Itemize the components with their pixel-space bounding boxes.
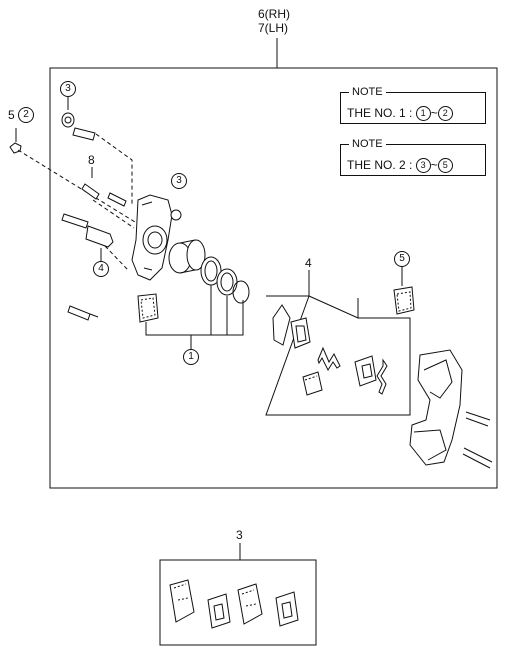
pad-set-box xyxy=(159,559,317,646)
dust-boot-part xyxy=(137,293,159,323)
bleeder-screw-part xyxy=(9,128,136,223)
bleeder-screw-ref-label: 5 xyxy=(8,108,15,122)
note-range-sep: ~ xyxy=(430,106,438,120)
note-range-end: 5 xyxy=(437,158,453,174)
caliper-body-part xyxy=(131,194,182,281)
bleeder-screw-callout: 2 xyxy=(18,107,34,123)
upper-bolt-part xyxy=(61,96,133,205)
part-number-lh-label: 7(LH) xyxy=(258,21,289,35)
note-text: THE NO. 2 : 3~5 xyxy=(347,158,453,174)
pad-set-ref-label: 3 xyxy=(236,528,243,542)
pin-bolt-part xyxy=(61,213,129,271)
piston-part xyxy=(168,239,206,274)
pad-kit-box xyxy=(265,270,411,416)
seal-rings-part xyxy=(200,256,250,304)
bolt-cap-mid-callout: 3 xyxy=(171,173,187,189)
seal-kit-callout: 1 xyxy=(183,349,199,365)
part-number-rh-label: 6(RH) xyxy=(258,7,290,21)
note-box-1: NOTE THE NO. 1 : 1~2 xyxy=(340,85,486,124)
guide-pin-part xyxy=(81,167,135,229)
note-title: NOTE xyxy=(349,137,386,151)
note-range-start: 1 xyxy=(415,106,431,122)
guide-pin-ref-label: 8 xyxy=(88,153,95,167)
note-prefix: THE NO. 2 : xyxy=(347,158,416,172)
caliper-support-part xyxy=(409,349,493,469)
note-range-sep: ~ xyxy=(430,158,438,172)
main-frame xyxy=(49,67,498,489)
seal-kit-bracket xyxy=(145,285,244,350)
shim-part xyxy=(393,266,415,315)
note-range-start: 3 xyxy=(415,158,431,174)
lower-bolt-part xyxy=(67,305,99,321)
pad-kit-ref-label: 4 xyxy=(305,256,312,270)
note-box-2: NOTE THE NO. 2 : 3~5 xyxy=(340,137,486,176)
bolt-cap-top-callout: 3 xyxy=(60,81,76,97)
pad-set-parts xyxy=(169,579,299,629)
pin-bolt-callout: 4 xyxy=(93,261,109,277)
note-range-end: 2 xyxy=(437,106,453,122)
note-text: THE NO. 1 : 1~2 xyxy=(347,106,453,122)
note-title: NOTE xyxy=(349,85,386,99)
note-prefix: THE NO. 1 : xyxy=(347,106,416,120)
shim-callout: 5 xyxy=(394,251,410,267)
